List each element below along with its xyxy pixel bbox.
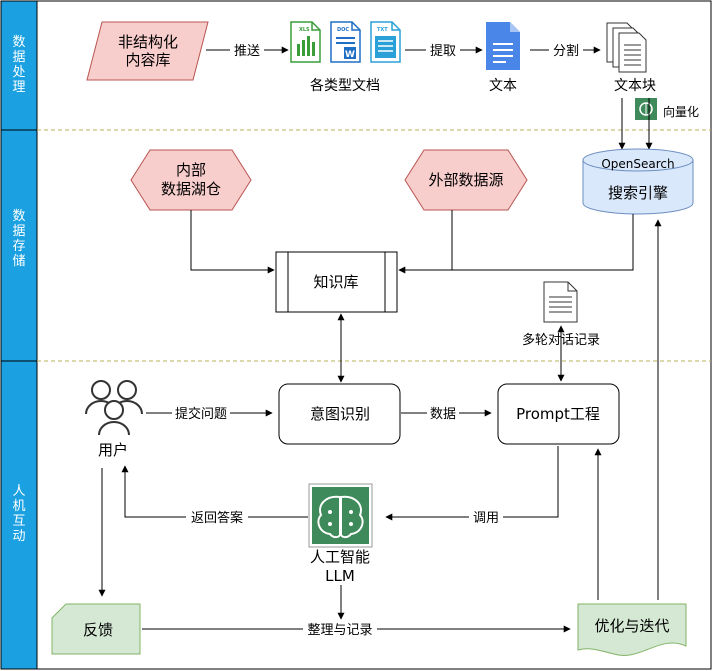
prompt-node[interactable] — [497, 383, 620, 445]
doc-types-label: 各类型文档 — [310, 78, 380, 94]
text-chunks-icon — [606, 22, 647, 73]
internal-lake-node[interactable] — [130, 149, 252, 211]
text-label: 文本 — [489, 78, 517, 94]
external-source-node[interactable] — [404, 149, 528, 211]
lane-header-2 — [0, 129, 38, 362]
edge-split-label: 分割 — [553, 43, 579, 59]
vectorize-model-icon — [635, 98, 657, 120]
unstructured-content-label: 非结构化内容库 — [118, 33, 178, 69]
svg-text:W: W — [345, 50, 355, 60]
txt-file-icon: TXT — [370, 21, 401, 63]
knowledge-base-label: 知识库 — [313, 273, 358, 291]
edge-lake-to-kb — [190, 210, 275, 274]
edge-push-label: 推送 — [234, 44, 260, 59]
search-engine-label: 搜索引擎 — [608, 184, 668, 202]
lane-label-human-interaction: 人机互动 — [12, 484, 25, 544]
lane-label-data-processing: 数据处理 — [12, 35, 25, 95]
vectorize-label: 向量化 — [663, 104, 699, 119]
unstructured-content-node[interactable] — [86, 21, 209, 81]
edge-call-label: 调用 — [473, 511, 499, 526]
edge-data-label: 数据 — [430, 407, 456, 422]
search-engine-node[interactable] — [582, 148, 694, 215]
edge-search-to-kb — [452, 214, 634, 271]
lane-header-1 — [0, 0, 38, 131]
prompt-label: Prompt工程 — [516, 405, 600, 423]
history-doc-icon — [543, 281, 578, 323]
edge-ask-label: 提交问题 — [175, 406, 227, 422]
external-source-label: 外部数据源 — [428, 171, 503, 189]
internal-lake-label: 内部数据湖仓 — [161, 161, 221, 198]
optimize-label: 优化与迭代 — [594, 617, 669, 635]
doc-file-icon: W DOC — [330, 21, 361, 63]
intent-node[interactable] — [278, 383, 401, 445]
feedback-label: 反馈 — [83, 621, 113, 639]
user-label: 用户 — [98, 441, 128, 459]
xls-file-icon: XLS — [290, 21, 321, 63]
intent-label: 意图识别 — [310, 405, 370, 423]
svg-text:DOC: DOC — [337, 27, 349, 33]
user-group-icon — [85, 380, 143, 436]
svg-text:TXT: TXT — [377, 27, 388, 33]
edge-record-label: 整理与记录 — [307, 623, 372, 638]
text-doc-icon — [486, 22, 520, 70]
text-chunks-label: 文本块 — [614, 78, 656, 94]
feedback-node[interactable] — [51, 603, 141, 655]
optimize-node[interactable] — [577, 603, 687, 656]
svg-text:XLS: XLS — [299, 27, 310, 33]
opensearch-label: OpenSearch — [601, 157, 674, 171]
edge-extract-label: 提取 — [430, 43, 456, 59]
knowledge-base-node[interactable] — [275, 251, 398, 313]
lane-header-3 — [0, 360, 38, 670]
lane-label-data-storage: 数据存储 — [12, 209, 25, 269]
llm-icon[interactable] — [308, 483, 373, 548]
edge-answer-label: 返回答案 — [191, 510, 243, 526]
edge-external-to-kb — [398, 210, 453, 274]
edge-call — [385, 446, 559, 521]
